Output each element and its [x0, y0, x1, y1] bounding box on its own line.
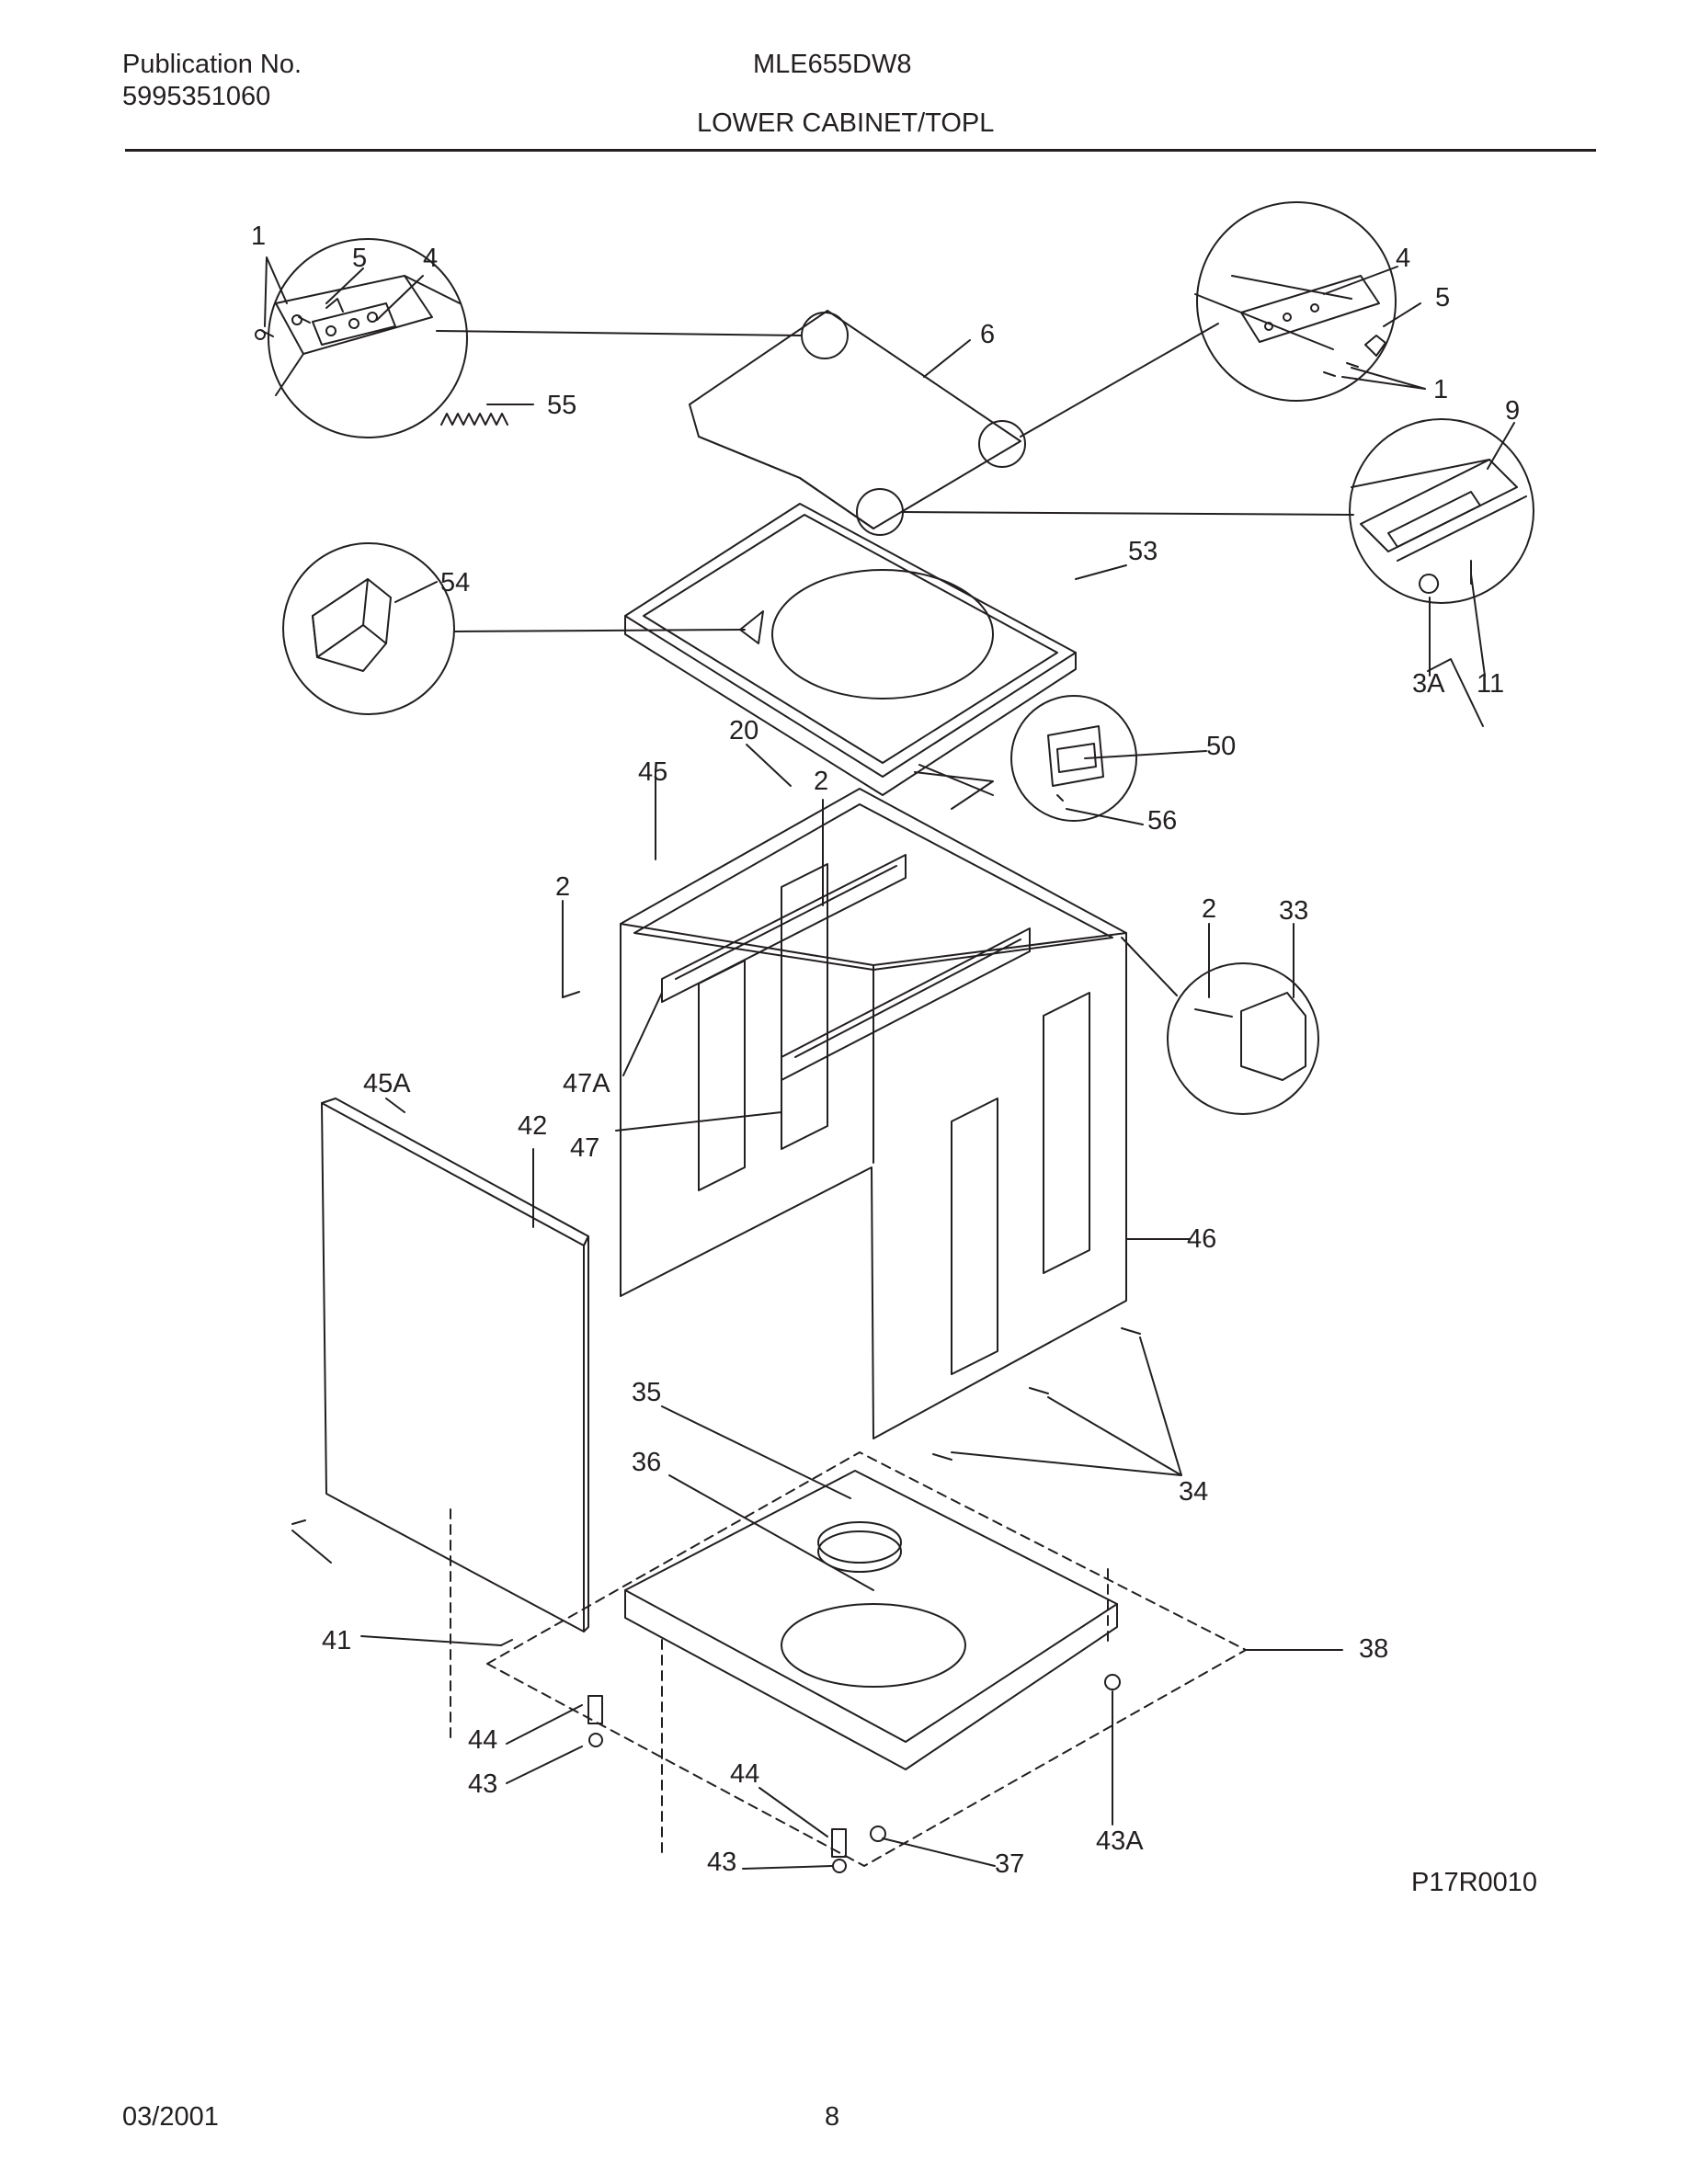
hinge-detail-left	[255, 238, 468, 438]
callout: 44	[468, 1725, 497, 1755]
callout: 1	[1433, 375, 1448, 404]
footer-date: 03/2001	[122, 2102, 219, 2132]
callout: 44	[730, 1759, 759, 1789]
figure-code: P17R0010	[1411, 1868, 1537, 1897]
base	[624, 1470, 1118, 1770]
callout-labels: 1 5 4 55 6 4 5 1 9 54 53 3A 11 20 45 2 5…	[251, 222, 1537, 1897]
callout: 1	[251, 222, 266, 251]
cabinet	[620, 788, 1127, 1439]
callout: 56	[1147, 806, 1177, 836]
callout: 5	[1435, 283, 1450, 313]
callout: 45A	[363, 1069, 411, 1098]
spring	[440, 413, 508, 426]
callout: 54	[440, 568, 470, 597]
callout: 45	[638, 757, 667, 787]
callout: 4	[1396, 244, 1410, 273]
bracket-detail	[1167, 962, 1319, 1115]
publication-label: Publication No.	[122, 50, 302, 79]
callout: 37	[995, 1849, 1024, 1879]
fasteners	[291, 991, 1141, 1873]
front-panel	[321, 1098, 589, 1632]
callout: 46	[1187, 1224, 1216, 1254]
top-panel	[624, 503, 1077, 796]
callout: 43	[468, 1769, 497, 1799]
publication-number: 5995351060	[122, 82, 271, 111]
callout: 35	[632, 1378, 661, 1407]
callout: 41	[322, 1626, 351, 1655]
callout: 42	[518, 1111, 547, 1141]
callout: 47	[570, 1133, 599, 1163]
lid	[689, 310, 1026, 536]
callout: 9	[1505, 396, 1520, 426]
callout: 3A	[1412, 669, 1445, 699]
callout: 36	[632, 1448, 661, 1477]
lid-switch-detail	[1349, 418, 1534, 604]
page-number: 8	[825, 2102, 840, 2132]
callout: 2	[555, 872, 570, 902]
callout: 2	[1202, 894, 1216, 924]
leader-lines	[264, 256, 1515, 1870]
callout: 4	[423, 244, 438, 273]
callout: 6	[980, 320, 995, 349]
hinge-detail-right	[1194, 201, 1397, 402]
callout: 5	[352, 244, 367, 273]
callout: 47A	[563, 1069, 610, 1098]
callout: 33	[1279, 896, 1308, 926]
dispenser-detail	[282, 542, 455, 715]
model-number: MLE655DW8	[753, 50, 912, 79]
callout: 43	[707, 1848, 736, 1877]
callout: 34	[1179, 1477, 1208, 1507]
callout: 20	[729, 716, 758, 745]
header-rule	[125, 149, 1596, 152]
callout: 53	[1128, 537, 1158, 566]
callout: 38	[1359, 1634, 1388, 1664]
callout: 11	[1477, 669, 1504, 699]
callout: 43A	[1096, 1826, 1144, 1856]
callout: 55	[547, 391, 576, 420]
section-title: LOWER CABINET/TOPL	[697, 108, 995, 138]
top-rails	[661, 854, 1031, 1081]
callout: 2	[814, 767, 828, 796]
switch-bracket-detail	[1010, 695, 1137, 822]
callout: 50	[1206, 732, 1236, 761]
